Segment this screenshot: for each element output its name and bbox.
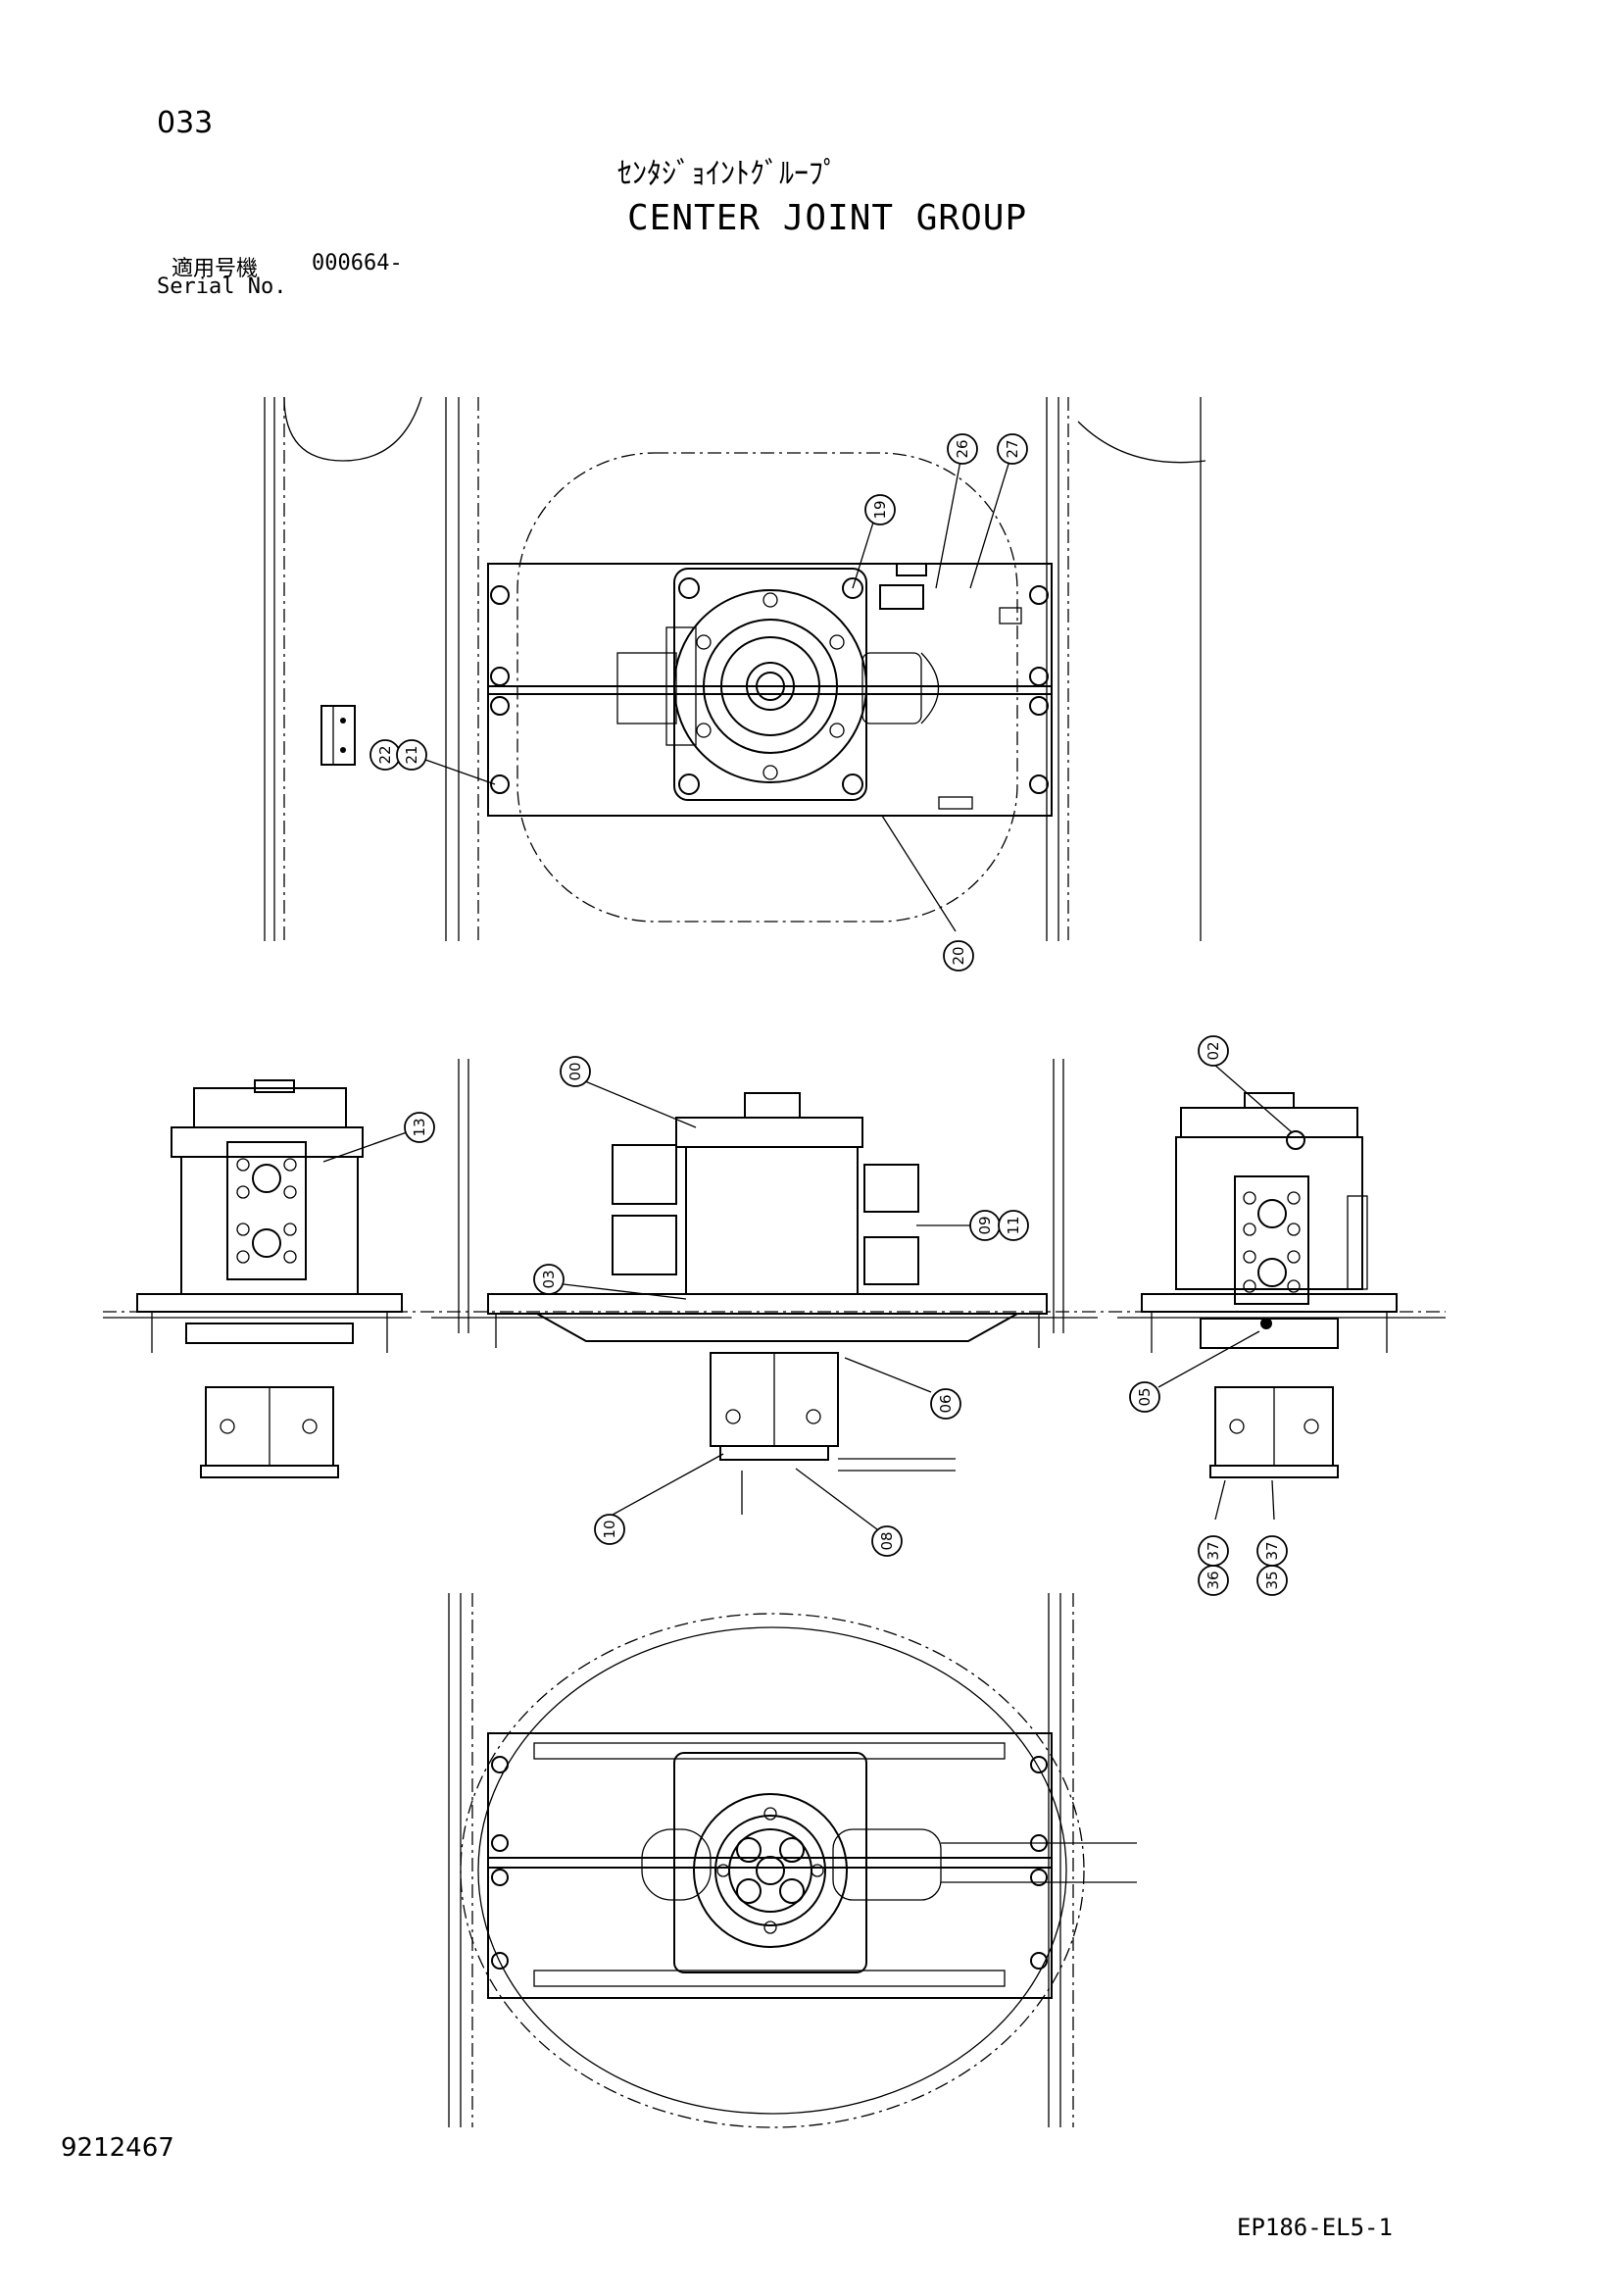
svg-text:35: 35 — [1263, 1571, 1281, 1589]
callout-19: 19 — [864, 494, 896, 525]
callout-13: 13 — [404, 1112, 435, 1143]
callout-22: 22 — [369, 739, 401, 771]
serial-label: Serial No. — [157, 275, 287, 299]
top-view — [264, 396, 1206, 941]
svg-text:03: 03 — [540, 1270, 558, 1288]
svg-text:10: 10 — [601, 1520, 618, 1538]
svg-text:05: 05 — [1136, 1387, 1154, 1406]
title-japanese: ｾﾝﾀｼﾞｮｲﾝﾄｸﾞﾙｰﾌﾟ — [617, 157, 838, 191]
page-number: 033 — [157, 106, 214, 140]
svg-text:13: 13 — [411, 1118, 428, 1136]
callout-09: 09 — [969, 1210, 1001, 1241]
svg-text:11: 11 — [1005, 1216, 1022, 1234]
callout-06: 06 — [930, 1388, 961, 1420]
svg-text:27: 27 — [1004, 439, 1021, 458]
svg-text:00: 00 — [566, 1062, 584, 1080]
svg-text:26: 26 — [954, 439, 971, 458]
svg-text:37: 37 — [1263, 1541, 1281, 1560]
callout-37-left: 37 — [1198, 1535, 1229, 1567]
callout-27: 27 — [997, 433, 1028, 465]
callout-02: 02 — [1198, 1035, 1229, 1067]
callout-37-right: 37 — [1256, 1535, 1288, 1567]
callout-05: 05 — [1129, 1381, 1160, 1413]
page-title: CENTER JOINT GROUP — [627, 198, 1028, 238]
svg-text:19: 19 — [871, 500, 889, 519]
serial-number-value: 000664- — [312, 251, 403, 275]
svg-text:09: 09 — [976, 1216, 994, 1234]
svg-text:20: 20 — [950, 946, 967, 965]
svg-text:02: 02 — [1205, 1041, 1222, 1060]
serial-label-japanese: 適用号機 — [172, 257, 259, 281]
callout-20: 20 — [943, 940, 974, 972]
svg-text:21: 21 — [403, 745, 420, 764]
callout-10: 10 — [594, 1514, 625, 1545]
svg-text:36: 36 — [1205, 1571, 1222, 1589]
side-views — [103, 1059, 1446, 1530]
callout-11: 11 — [998, 1210, 1029, 1241]
svg-text:06: 06 — [937, 1394, 955, 1413]
svg-text:22: 22 — [376, 745, 394, 764]
callout-03: 03 — [533, 1264, 565, 1295]
drawing-code: EP186-EL5-1 — [1237, 2214, 1393, 2241]
svg-text:37: 37 — [1205, 1541, 1222, 1560]
svg-text:08: 08 — [878, 1531, 896, 1550]
bottom-view — [448, 1593, 1137, 2128]
callout-00: 00 — [560, 1056, 591, 1087]
callout-36: 36 — [1198, 1565, 1229, 1596]
callout-35: 35 — [1256, 1565, 1288, 1596]
document-id: 9212467 — [61, 2133, 174, 2163]
callout-21: 21 — [396, 739, 427, 771]
callout-26: 26 — [947, 433, 978, 465]
callout-08: 08 — [871, 1525, 903, 1557]
